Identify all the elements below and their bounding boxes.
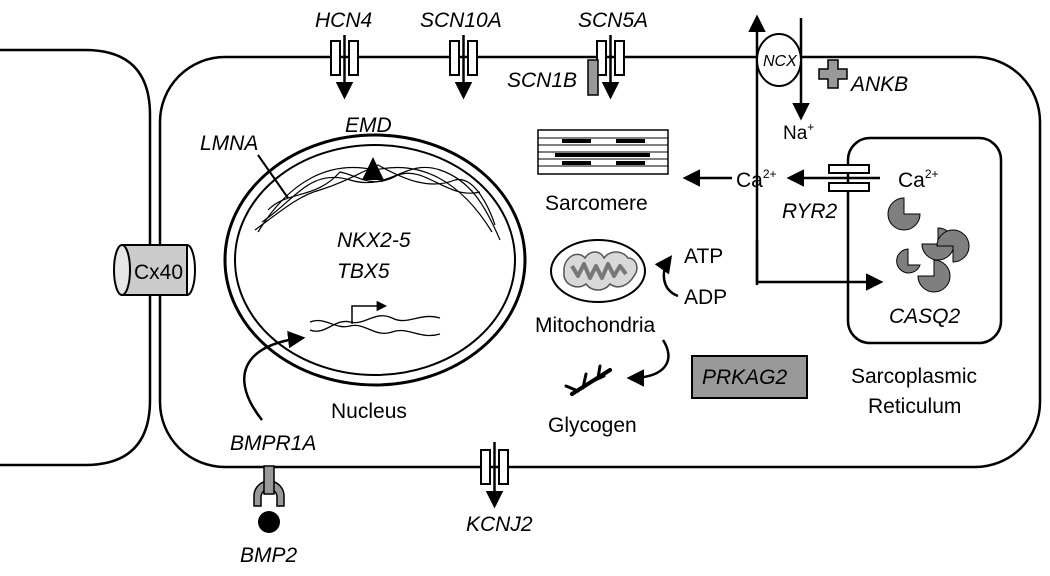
lmna-pointer — [257, 154, 289, 199]
hcn4-label: HCN4 — [315, 9, 372, 32]
ankb-label: ANKB — [849, 73, 908, 96]
sr-label-line1: Sarcoplasmic — [851, 365, 977, 388]
hcn4-channel — [330, 35, 359, 100]
prkag2-label: PRKAG2 — [702, 366, 788, 389]
dna-helix — [309, 315, 441, 337]
prkag2-box — [691, 355, 808, 399]
mito-to-glycogen-arrow — [626, 339, 670, 387]
emd-label: EMD — [345, 114, 392, 137]
bmpr1a-label: BMPR1A — [230, 432, 316, 455]
casq2-icon — [887, 197, 970, 293]
bmp2-ligand — [258, 511, 280, 533]
glycogen-icon — [564, 364, 612, 396]
bmp-signaling-arrow — [243, 330, 306, 421]
cx40-gap-junction: Cx40 — [113, 244, 196, 296]
ca-reuptake-arrow — [755, 240, 884, 291]
nucleus-label: Nucleus — [331, 400, 407, 423]
scn5a-channel — [587, 35, 625, 100]
adp-to-atp-arrow — [654, 255, 679, 298]
nucleus — [223, 133, 527, 387]
cx40-label: Cx40 — [134, 261, 183, 284]
emd-marker — [362, 157, 384, 180]
na-ion: Na+ — [783, 120, 814, 144]
bmp2-label: BMP2 — [240, 544, 298, 567]
ncx-label: NCX — [763, 53, 798, 70]
bmpr1a-receptor — [253, 465, 285, 533]
scn10a-channel — [449, 35, 478, 100]
ca-sr-ion: Ca2+ — [898, 167, 939, 192]
sr-label-line2: Reticulum — [868, 395, 961, 418]
scn5a-label: SCN5A — [578, 9, 648, 32]
kcnj2-channel — [480, 442, 509, 509]
adp-label: ADP — [684, 286, 727, 309]
glycogen-label: Glycogen — [548, 414, 637, 437]
lmna-label: LMNA — [200, 132, 258, 155]
kcnj2-label: KCNJ2 — [466, 513, 533, 536]
sarcoplasmic-reticulum — [846, 136, 1003, 345]
scn1b-subunit — [587, 59, 599, 96]
scn1b-label: SCN1B — [507, 69, 577, 92]
mitochondria-label: Mitochondria — [535, 314, 656, 337]
atp-label: ATP — [684, 245, 723, 268]
ncx-exchanger: NCX — [748, 14, 810, 285]
mitochondrion-icon — [550, 239, 646, 303]
scn10a-label: SCN10A — [420, 9, 502, 32]
ankb-icon — [818, 59, 848, 89]
ryr2-label: RYR2 — [782, 200, 838, 223]
ryr2-channel — [786, 164, 880, 192]
tbx5-label: TBX5 — [337, 260, 390, 283]
ca-cytosol-ion: Ca2+ — [736, 167, 777, 192]
sarcomere-label: Sarcomere — [545, 192, 648, 215]
nkx25-label: NKX2-5 — [337, 229, 411, 252]
casq2-label: CASQ2 — [889, 305, 961, 328]
sarcomere-icon — [537, 129, 669, 175]
transcription-start-arrow — [351, 300, 388, 324]
